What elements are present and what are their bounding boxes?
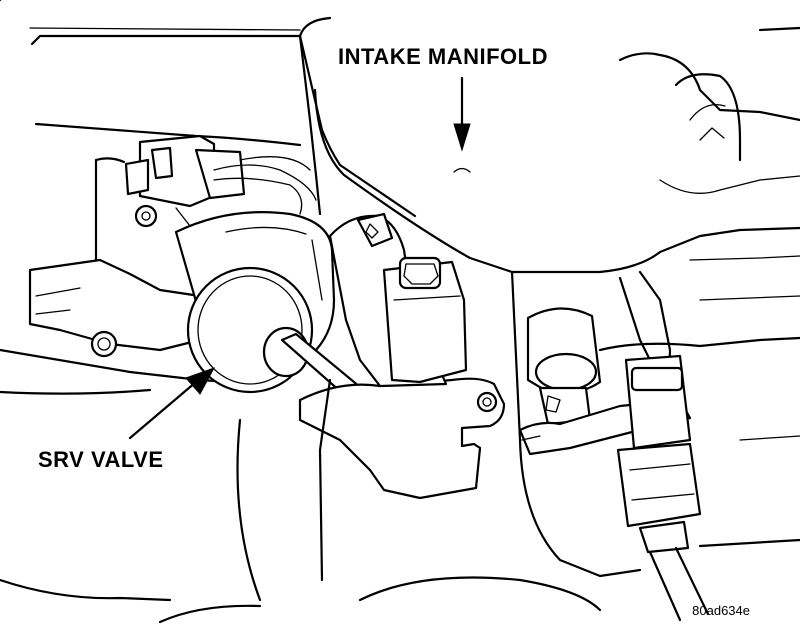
figure-code: 80ad634e bbox=[692, 603, 750, 618]
intake-manifold-label: INTAKE MANIFOLD bbox=[338, 44, 548, 69]
left-mount bbox=[0, 157, 262, 395]
srv-valve-arrow bbox=[128, 367, 216, 440]
bracket-plate bbox=[298, 377, 506, 500]
engine-block-outline bbox=[0, 0, 417, 218]
right-coupling bbox=[598, 336, 800, 622]
srv-valve-label: SRV VALVE bbox=[38, 447, 164, 472]
intake-manifold-arrow bbox=[453, 76, 471, 173]
electrical-connector bbox=[124, 134, 317, 233]
lower-body bbox=[0, 270, 800, 624]
upright-bracket bbox=[328, 212, 468, 388]
srv-valve-body bbox=[174, 211, 336, 394]
